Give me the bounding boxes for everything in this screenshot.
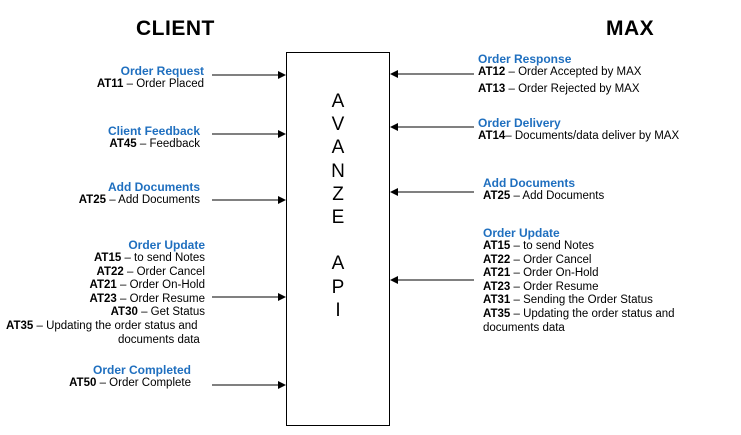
- code-desc: – Order Rejected by MAX: [505, 82, 640, 95]
- code-line: AT35 – Updating the order status and: [6, 320, 200, 334]
- api-letter: A: [331, 137, 345, 159]
- section-title: Order Request: [120, 64, 204, 78]
- section-title: Add Documents: [107, 180, 200, 194]
- code-desc: – Order Cancel: [123, 265, 205, 278]
- code-line: AT30 – Get Status: [90, 306, 205, 320]
- api-letter: N: [331, 160, 345, 182]
- code-desc: – Feedback: [136, 138, 200, 150]
- max-order-response-block: Order Response AT12 – Order Accepted by …: [478, 52, 641, 96]
- code-desc: documents data: [118, 333, 200, 346]
- code-line: AT22 – Order Cancel: [90, 266, 205, 280]
- code-desc: – Order On-Hold: [116, 279, 205, 292]
- code-desc: – Updating the order status and: [510, 307, 675, 320]
- code-desc: – Add Documents: [510, 190, 605, 202]
- client-order-request-block: Order Request AT11 – Order Placed: [97, 64, 204, 92]
- api-letter: I: [335, 299, 341, 321]
- section-title: Add Documents: [483, 176, 576, 190]
- client-order-update-at35: AT35 – Updating the order status and doc…: [6, 320, 200, 347]
- code-desc: – Updating the order status and: [33, 320, 198, 332]
- code-desc: – Order Resume: [116, 292, 205, 305]
- api-letter: A: [331, 91, 345, 112]
- code: AT50: [69, 377, 97, 389]
- code-line: AT25 – Add Documents: [483, 190, 604, 204]
- api-letter: Z: [332, 183, 344, 205]
- code-line: AT21 – Order On-Hold: [483, 267, 675, 281]
- code-desc: – Order Resume: [510, 280, 599, 293]
- code: AT45: [109, 138, 137, 150]
- code-desc: – Order Cancel: [510, 253, 592, 266]
- code-line: AT15 – to send Notes: [483, 240, 675, 254]
- code-line: AT21 – Order On-Hold: [90, 279, 205, 293]
- client-add-documents-block: Add Documents AT25 – Add Documents: [79, 180, 200, 208]
- avanze-api-box: A V A N Z E A P I: [286, 52, 390, 426]
- code: AT30: [110, 306, 138, 319]
- max-order-delivery-block: Order Delivery AT14– Documents/data deli…: [478, 116, 679, 144]
- max-add-documents-block: Add Documents AT25 – Add Documents: [483, 176, 604, 204]
- code-desc: – Get Status: [137, 306, 205, 319]
- code-desc: – to send Notes: [121, 252, 205, 264]
- code-line: AT22 – Order Cancel: [483, 254, 675, 268]
- max-order-update-block: Order Update AT15 – to send Notes AT22 –…: [483, 226, 675, 335]
- max-header: MAX: [606, 17, 655, 40]
- section-title: Order Update: [483, 226, 560, 240]
- client-order-completed-block: Order Completed AT50 – Order Complete: [69, 363, 191, 391]
- code: AT25: [483, 190, 511, 202]
- code-line: AT50 – Order Complete: [69, 377, 191, 391]
- code: AT35: [6, 320, 34, 332]
- client-feedback-block: Client Feedback AT45 – Feedback: [108, 124, 200, 152]
- code-desc: – Add Documents: [106, 194, 200, 206]
- code-line: AT23 – Order Resume: [90, 293, 205, 307]
- code: AT15: [483, 240, 511, 252]
- code: AT22: [96, 265, 124, 278]
- code: AT22: [483, 253, 511, 266]
- code-line: AT25 – Add Documents: [79, 194, 200, 208]
- client-order-update-block: Order Update AT15 – to send Notes AT22 –…: [90, 238, 205, 320]
- client-header: CLIENT: [136, 17, 215, 40]
- code-line: AT11 – Order Placed: [97, 78, 204, 92]
- section-title: Client Feedback: [107, 124, 200, 138]
- code-line: AT12 – Order Accepted by MAX: [478, 66, 641, 80]
- code: AT13: [478, 82, 506, 95]
- section-title: Order Delivery: [478, 116, 561, 130]
- api-letter: A: [331, 253, 345, 275]
- code: AT21: [483, 267, 511, 280]
- code: AT21: [89, 279, 117, 292]
- section-title: Order Completed: [92, 363, 191, 377]
- code-line: AT23 – Order Resume: [483, 281, 675, 295]
- code-line: AT35 – Updating the order status and: [483, 308, 675, 322]
- code-desc: – Sending the Order Status: [510, 294, 653, 307]
- code: AT35: [483, 307, 511, 320]
- api-letter: E: [331, 206, 345, 228]
- code-desc: – Order Placed: [123, 78, 204, 90]
- code-line: AT15 – to send Notes: [90, 252, 205, 266]
- code: AT15: [93, 252, 122, 264]
- code: AT23: [483, 280, 511, 293]
- code-line: AT13 – Order Rejected by MAX: [478, 83, 641, 97]
- code-desc: documents data: [483, 321, 565, 334]
- code: AT31: [483, 294, 511, 307]
- code-desc: – Order On-Hold: [510, 267, 599, 280]
- api-letter: P: [331, 276, 345, 298]
- section-title: Order Response: [478, 52, 572, 66]
- code: AT23: [89, 292, 117, 305]
- code: AT25: [78, 194, 107, 206]
- code-desc: – to send Notes: [510, 240, 595, 252]
- code-line-continued: documents data: [483, 322, 675, 336]
- code-desc: – Documents/data deliver by MAX: [505, 130, 680, 142]
- code: AT11: [96, 78, 124, 90]
- code-line: AT31 – Sending the Order Status: [483, 294, 675, 308]
- section-title: Order Update: [128, 238, 205, 252]
- code-line-continued: documents data: [6, 334, 200, 348]
- code-line: AT45 – Feedback: [108, 138, 200, 152]
- api-label: A V A N Z E A P I: [287, 91, 389, 323]
- api-letter: V: [331, 114, 345, 136]
- code: AT14: [478, 130, 506, 142]
- code-desc: – Order Accepted by MAX: [505, 66, 642, 78]
- code: AT12: [478, 66, 506, 78]
- code-line: AT14– Documents/data deliver by MAX: [478, 130, 679, 144]
- code-desc: – Order Complete: [96, 377, 191, 389]
